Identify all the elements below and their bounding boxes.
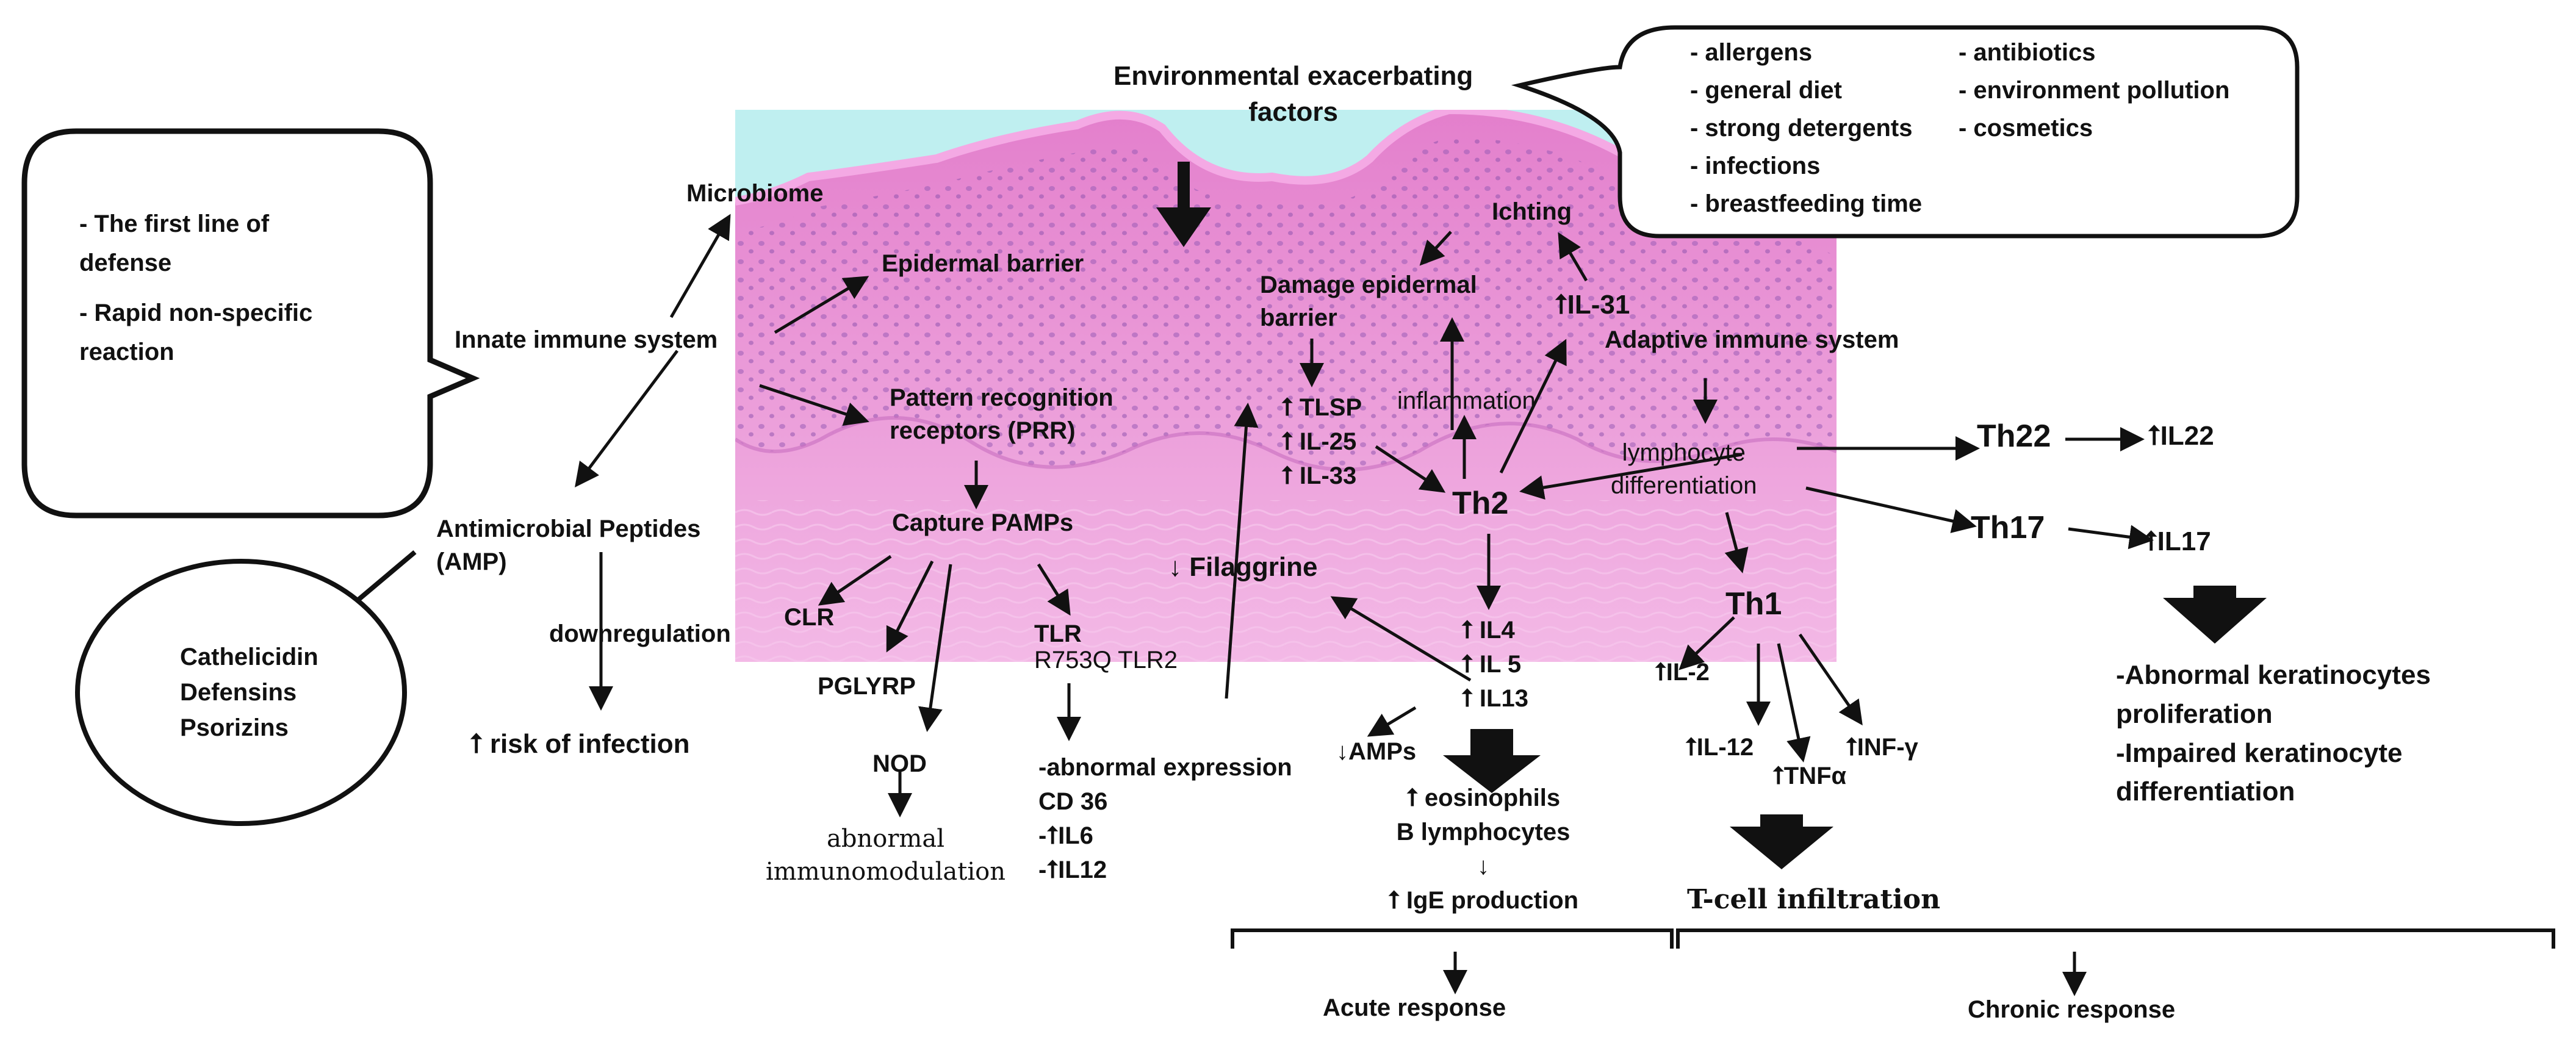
note-line3: - Rapid non-specific — [79, 300, 313, 326]
innate-note-bubble — [21, 128, 480, 519]
factor-infections: - infections — [1690, 153, 1821, 179]
damage-line2: barrier — [1260, 304, 1337, 331]
th17-label: Th17 — [1971, 510, 2045, 545]
amp-examples-circle — [75, 559, 407, 826]
tlr-variant-label: R753Q TLR2 — [1034, 647, 1178, 673]
factor-detergents: - strong detergents — [1690, 115, 1913, 142]
capture-pamps-label: Capture PAMPs — [892, 509, 1074, 536]
itching-label: Ichting — [1492, 198, 1572, 225]
factor-cosmetics: - cosmetics — [1959, 115, 2093, 142]
damage-barrier-label: Damage epidermal barrier — [1260, 268, 1477, 334]
il12-label: ⭡IL-12 — [1685, 734, 1754, 761]
ige-production-label: ⭡ IgE production — [1388, 887, 1579, 914]
immuno-line2: immunomodulation — [766, 858, 1006, 886]
nod-label: NOD — [872, 750, 927, 777]
tlr-label: TLR — [1034, 620, 1082, 647]
keratinocyte-line3: -Impaired keratinocyte — [2116, 738, 2403, 768]
prr-line1: Pattern recognition — [890, 384, 1114, 411]
keratinocyte-effects: -Abnormal keratinocytes proliferation -I… — [2116, 656, 2431, 811]
tslp-cytokines: ⭡ TLSP ⭡ IL-25 ⭡ IL-33 — [1281, 390, 1362, 493]
environment-title-line1: Environmental exacerbating — [1114, 61, 1473, 91]
immuno-line1: abnormal — [827, 825, 944, 853]
environment-title-line2: factors — [1248, 97, 1338, 127]
inf-gamma-label: ⭡INF-γ — [1846, 734, 1918, 761]
defensins-label: Defensins — [180, 679, 297, 706]
microbiome-label: Microbiome — [686, 180, 824, 207]
differentiation-line2: differentiation — [1611, 472, 1757, 499]
il13-label: ⭡ IL13 — [1461, 685, 1528, 712]
il4-label: ⭡ IL4 — [1461, 617, 1515, 644]
tlr-effects: -abnormal expression CD 36 -⭡IL6 -⭡IL12 — [1038, 750, 1292, 887]
tlr-effect-2: CD 36 — [1038, 788, 1108, 815]
factor-breastfeeding: - breastfeeding time — [1690, 190, 1923, 217]
il2-label: ⭡IL-2 — [1655, 659, 1710, 686]
keratinocyte-line1: -Abnormal keratinocytes — [2116, 660, 2431, 690]
filaggrine-label: ↓ Filaggrine — [1168, 552, 1318, 582]
environment-bubble — [1511, 25, 2300, 239]
note-line4: reaction — [79, 339, 174, 365]
tslp-label: ⭡ TLSP — [1281, 394, 1362, 421]
eosinophils-label: ⭡ eosinophils — [1406, 785, 1561, 811]
psorizins-label: Psorizins — [180, 714, 289, 741]
adaptive-system-label: Adaptive immune system — [1605, 326, 1899, 353]
risk-of-infection-label: ⭡ risk of infection — [470, 729, 690, 759]
lymphocyte-differentiation: lymphocyte differentiation — [1611, 436, 1757, 502]
abnormal-immunomodulation: abnormal immunomodulation — [766, 822, 1006, 888]
factors-left-list: - allergens - general diet - strong dete… — [1690, 34, 1922, 223]
amp-examples: Cathelicidin Defensins Psorizins — [180, 639, 318, 745]
innate-note: - The first line of defense - Rapid non-… — [79, 204, 312, 372]
note-line2: defense — [79, 250, 172, 276]
epidermal-barrier-label: Epidermal barrier — [882, 250, 1084, 277]
pglyrp-label: PGLYRP — [818, 673, 916, 700]
inflammation-label: inflammation — [1397, 387, 1536, 414]
differentiation-line1: lymphocyte — [1622, 439, 1746, 466]
factor-pollution: - environment pollution — [1959, 77, 2230, 104]
tnf-alpha-label: ⭡TNFα — [1772, 763, 1847, 789]
acute-response-label: Acute response — [1323, 994, 1506, 1021]
th1-label: Th1 — [1725, 586, 1782, 622]
downregulation-label: downregulation — [549, 620, 731, 647]
th2-label: Th2 — [1452, 486, 1509, 521]
prr-label: Pattern recognition receptors (PRR) — [890, 381, 1114, 447]
acute-bracket — [1231, 928, 1674, 949]
amp-title-line1: Antimicrobial Peptides — [436, 515, 701, 542]
factor-diet: - general diet — [1690, 77, 1842, 104]
b-lymphocytes-label: B lymphocytes — [1396, 819, 1570, 846]
th2-cytokines: ⭡ IL4 ⭡ IL 5 ⭡ IL13 — [1461, 613, 1528, 716]
il25-label: ⭡ IL-25 — [1281, 428, 1357, 455]
factor-antibiotics: - antibiotics — [1959, 39, 2096, 66]
innate-system-label: Innate immune system — [455, 326, 718, 353]
factors-right-list: - antibiotics - environment pollution - … — [1959, 34, 2229, 147]
il33-label: ⭡ IL-33 — [1281, 462, 1357, 489]
il17-label: ⭡IL17 — [2145, 526, 2211, 556]
tlr-effect-3: -⭡IL6 — [1038, 822, 1093, 849]
keratinocyte-line4: differentiation — [2116, 777, 2295, 807]
note-line1: - The first line of — [79, 210, 270, 237]
cathelicidin-label: Cathelicidin — [180, 644, 318, 670]
amps-label: ↓AMPs — [1336, 738, 1417, 765]
th22-label: Th22 — [1977, 418, 2051, 454]
chronic-bracket — [1676, 928, 2555, 949]
keratinocyte-line2: proliferation — [2116, 698, 2273, 729]
tlr-effect-4: -⭡IL12 — [1038, 856, 1107, 883]
chronic-response-label: Chronic response — [1968, 996, 2176, 1023]
environment-title: Environmental exacerbating factors — [1114, 58, 1473, 131]
clr-label: CLR — [784, 604, 835, 631]
down-arrow-icon: ↓ — [1477, 853, 1490, 880]
amp-title: Antimicrobial Peptides (AMP) — [436, 512, 700, 578]
tlr-effect-1: -abnormal expression — [1038, 754, 1292, 781]
il5-label: ⭡ IL 5 — [1461, 651, 1522, 678]
il31-label: ⭡IL-31 — [1555, 290, 1630, 320]
t-cell-infiltration-label: T-cell infiltration — [1687, 884, 1941, 915]
damage-line1: Damage epidermal — [1260, 271, 1477, 298]
factor-allergens: - allergens — [1690, 39, 1813, 66]
acute-cells: ⭡ eosinophils B lymphocytes ↓ ⭡ IgE prod… — [1388, 781, 1578, 918]
il22-label: ⭡IL22 — [2148, 421, 2214, 451]
amp-title-line2: (AMP) — [436, 548, 507, 575]
prr-line2: receptors (PRR) — [890, 417, 1076, 444]
